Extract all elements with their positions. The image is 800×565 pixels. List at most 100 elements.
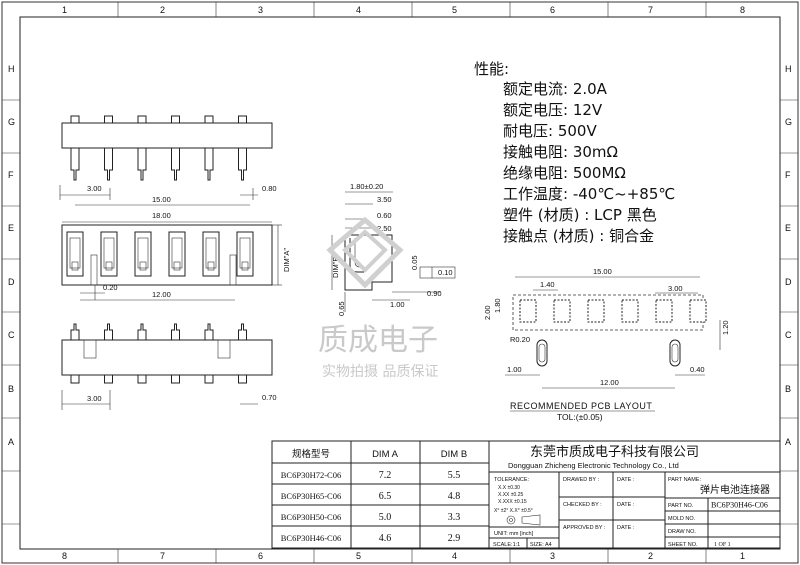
watermark-subtitle: 实物拍摄 品质保证 <box>322 364 438 380</box>
pcb-pad <box>587 299 605 323</box>
spec-line: 绝缘电阻: 500MΩ <box>503 164 626 182</box>
mold-no-label: MOLD NO. <box>668 516 696 522</box>
contact-pin <box>104 374 113 384</box>
contact-pin <box>104 115 113 124</box>
pcb-pad <box>621 299 639 323</box>
contact-pin <box>204 323 214 340</box>
spec-line: 接触电阻: 30mΩ <box>503 143 618 161</box>
zone-letter-left: E <box>8 223 14 233</box>
zone-number-top: 5 <box>452 5 457 15</box>
zone-letter-left: G <box>8 117 15 127</box>
zone-number-top: 1 <box>62 5 67 15</box>
tolerance-line-1: X.X ±0.30 <box>498 485 520 491</box>
zone-letter-right: F <box>785 170 791 180</box>
dim-pcb-h1: 2.00 <box>483 305 492 320</box>
contact-pin <box>238 115 247 124</box>
approved-by-label: APPROVED BY : <box>563 525 606 531</box>
contact-pin <box>171 374 180 384</box>
zone-letter-right: D <box>785 277 792 287</box>
zone-number-top: 6 <box>550 5 555 15</box>
spec-line: 耐电压: 500V <box>503 122 597 140</box>
dim-bottom-pitch: 3.00 <box>87 394 102 403</box>
dim-side-v2: 0.10 <box>438 268 453 277</box>
contact-pin <box>238 374 247 384</box>
contact-pin <box>70 115 80 124</box>
dim-pcb-pitch: 3.00 <box>668 284 683 293</box>
dim-side-w3: 0.60 <box>377 211 392 220</box>
zone-number-top: 7 <box>648 5 653 15</box>
checked-date-label: DATE : <box>617 502 635 508</box>
contact-cavity <box>66 231 84 277</box>
drawn-date-label: DATE : <box>617 477 635 483</box>
contact-pin <box>137 323 147 340</box>
zone-letter-left: A <box>8 437 14 447</box>
pcb-pad <box>519 299 537 323</box>
contact-cavity <box>134 231 152 277</box>
watermark: 质成电子 实物拍摄 品质保证 <box>318 216 438 380</box>
zone-letter-right: H <box>785 64 792 74</box>
contact-pin <box>204 148 214 181</box>
zone-number-bottom: 3 <box>550 551 555 561</box>
contact-cavity <box>202 231 220 277</box>
dim-bottom-pin: 0.70 <box>262 393 277 402</box>
checked-by-label: CHECKED BY : <box>563 502 602 508</box>
contact-pin <box>171 148 180 181</box>
projection-symbol-icon <box>506 514 541 526</box>
zone-number-bottom: 1 <box>740 551 745 561</box>
tolerance-angle: X° ±2° X.X° ±0.5° <box>494 508 533 514</box>
dim-plan-gap: 0.20 <box>103 283 118 292</box>
front-view: 3.00 0.80 15.00 <box>59 115 277 206</box>
dim-pcb-pad: 1.40 <box>540 280 555 289</box>
dim-side-w1: 1.80±0.20 <box>350 182 383 191</box>
dim-side-v4: 1.00 <box>390 300 405 309</box>
dim-side-v1: 0.05 <box>410 255 419 270</box>
contact-pin <box>238 323 247 340</box>
zone-letter-right: E <box>785 223 791 233</box>
contact-cavity <box>100 231 118 277</box>
spec-heading: 性能: <box>474 60 509 78</box>
table-cell: 6.5 <box>379 491 392 502</box>
title-block: 东莞市质成电子科技有限公司 Dongguan Zhicheng Electron… <box>488 440 781 549</box>
contact-pin <box>70 148 80 181</box>
contact-pin <box>70 323 80 340</box>
table-cell: BC6P30H50-C06 <box>281 512 341 522</box>
dim-pcb-h3: 1.20 <box>721 320 730 335</box>
contact-pin <box>204 115 214 124</box>
zone-letter-left: H <box>8 64 15 74</box>
dim-front-pin: 0.80 <box>262 184 277 193</box>
table-cell: BC6P30H72-C06 <box>281 470 341 480</box>
contact-pin <box>104 148 113 181</box>
contact-pin <box>137 115 147 124</box>
plan-view: 18.00 DIM"A" 0.20 12.00 <box>61 211 291 301</box>
approved-date-label: DATE : <box>617 525 635 531</box>
table-cell: 5.0 <box>379 512 392 523</box>
table-cell: 5.5 <box>448 470 461 481</box>
zone-number-top: 2 <box>160 5 165 15</box>
spec-line: 额定电流: 2.0A <box>503 80 608 98</box>
zone-letter-right: C <box>785 330 792 340</box>
sheet-no-label: SHEET NO. <box>668 542 698 548</box>
contact-pin <box>137 374 147 384</box>
table-header: DIM B <box>441 449 467 460</box>
part-no-value: BC6P30H46-C06 <box>711 501 768 510</box>
zone-number-top: 3 <box>258 5 263 15</box>
dim-side-v3: 0.65 <box>337 301 346 316</box>
part-name-value: 弹片电池连接器 <box>700 483 770 496</box>
spec-line: 接触点 (材质) : 铜合金 <box>503 227 654 245</box>
unit-label: UNIT: mm [inch] <box>494 531 534 537</box>
zone-number-bottom: 5 <box>356 551 361 561</box>
zone-number-bottom: 6 <box>258 551 263 561</box>
contact-pin <box>204 374 214 384</box>
draw-no-label: DRAW NO. <box>668 529 696 535</box>
contact-pin <box>238 148 247 181</box>
inner-frame <box>19 16 781 550</box>
dim-a-label: DIM"A" <box>282 248 291 272</box>
zone-letter-right: A <box>785 437 791 447</box>
pcb-layout: 15.00 1.40 3.00 2.00 1.80 R0.20 1.20 1.0… <box>483 267 730 422</box>
table-cell: BC6P30H65-C06 <box>281 491 341 501</box>
contact-pin <box>70 374 80 384</box>
company-name-cn: 东莞市质成电子科技有限公司 <box>530 444 699 459</box>
